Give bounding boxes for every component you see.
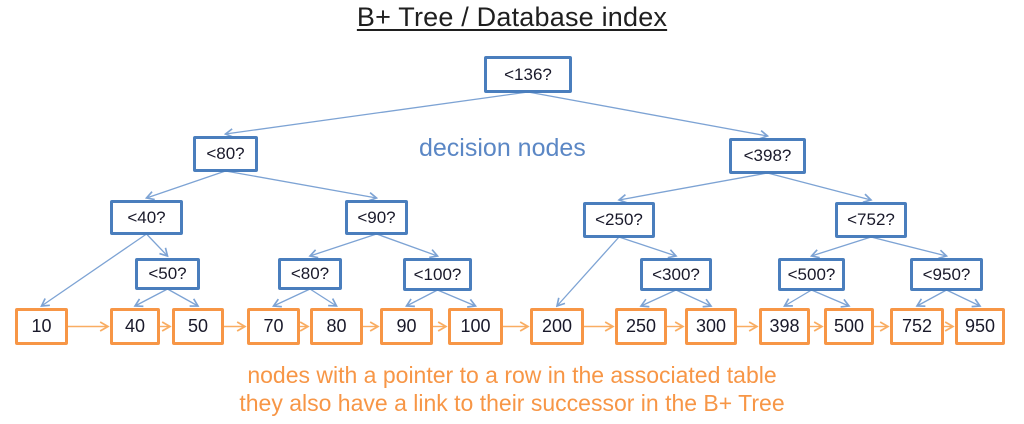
leaf-node-40: 40: [110, 308, 160, 345]
decision-node-950: <950?: [910, 258, 983, 291]
decision-node-100: <100?: [403, 258, 472, 291]
leaf-node-10: 10: [15, 308, 68, 345]
decision-node-300: <300?: [640, 258, 712, 291]
decision-nodes-label: decision nodes: [419, 134, 586, 162]
leaf-node-950: 950: [955, 308, 1005, 345]
decision-node-80-low: <80?: [278, 258, 342, 290]
decision-node-50: <50?: [135, 258, 200, 290]
leaf-node-250: 250: [615, 308, 667, 345]
leaf-node-80: 80: [310, 308, 363, 345]
leaf-node-752: 752: [890, 308, 944, 345]
leaf-node-90: 90: [380, 308, 433, 345]
leaf-node-50: 50: [172, 308, 224, 345]
leaf-caption-line2: they also have a link to their successor…: [239, 390, 785, 416]
decision-node-90: <90?: [345, 200, 408, 235]
leaf-node-70: 70: [247, 308, 300, 345]
decision-node-80: <80?: [193, 136, 258, 172]
leaf-node-500: 500: [824, 308, 874, 345]
leaf-node-398: 398: [759, 308, 810, 345]
decision-node-398: <398?: [729, 138, 806, 174]
decision-node-40: <40?: [110, 200, 183, 235]
page-title: B+ Tree / Database index: [356, 2, 668, 32]
leaf-node-200: 200: [530, 308, 584, 345]
leaf-caption-line1: nodes with a pointer to a row in the ass…: [247, 362, 777, 388]
decision-node-136: <136?: [484, 56, 572, 93]
decision-node-500: <500?: [778, 258, 845, 291]
decision-node-752: <752?: [835, 202, 907, 238]
leaf-node-300: 300: [685, 308, 737, 345]
decision-node-250: <250?: [583, 202, 655, 238]
leaf-caption: nodes with a pointer to a row in the ass…: [0, 361, 1024, 417]
leaf-node-100: 100: [448, 308, 503, 345]
